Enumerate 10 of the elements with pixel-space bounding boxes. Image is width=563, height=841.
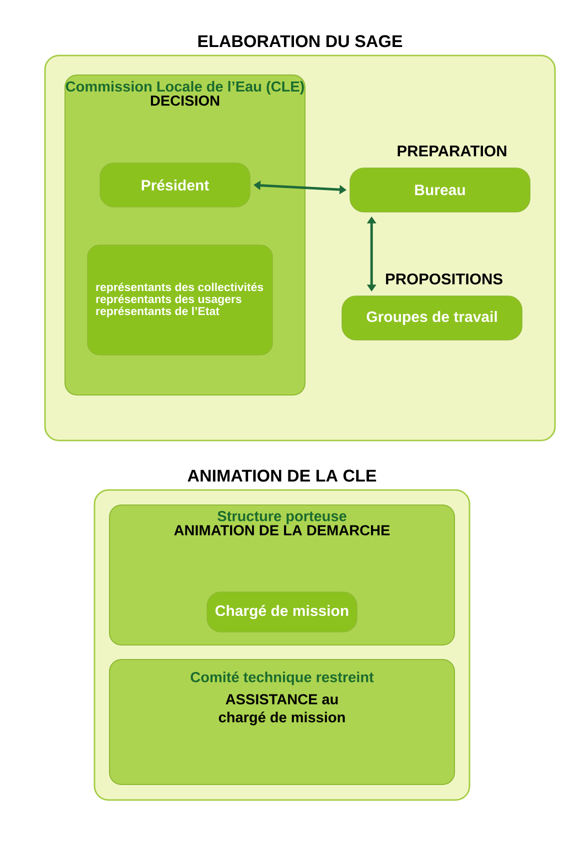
member-box: représentants des collectivités représentants des usagers représentants de l’Etat: [87, 244, 273, 356]
node-label: ELABORATION DU SAGE: [198, 35, 402, 48]
stage-label: PREPARATION: [398, 146, 506, 156]
node-label: ANIMATION DE LA CLE: [188, 470, 376, 482]
group-box: Comité technique restreint ASSISTANCE au chargé de mission: [109, 659, 455, 785]
role-box: Chargé de mission: [206, 592, 358, 632]
role-box: Président: [100, 162, 250, 208]
role-box: Groupes de travail: [342, 296, 522, 340]
stage-label: PROPOSITIONS: [386, 274, 502, 284]
role-box: Bureau: [350, 168, 530, 212]
